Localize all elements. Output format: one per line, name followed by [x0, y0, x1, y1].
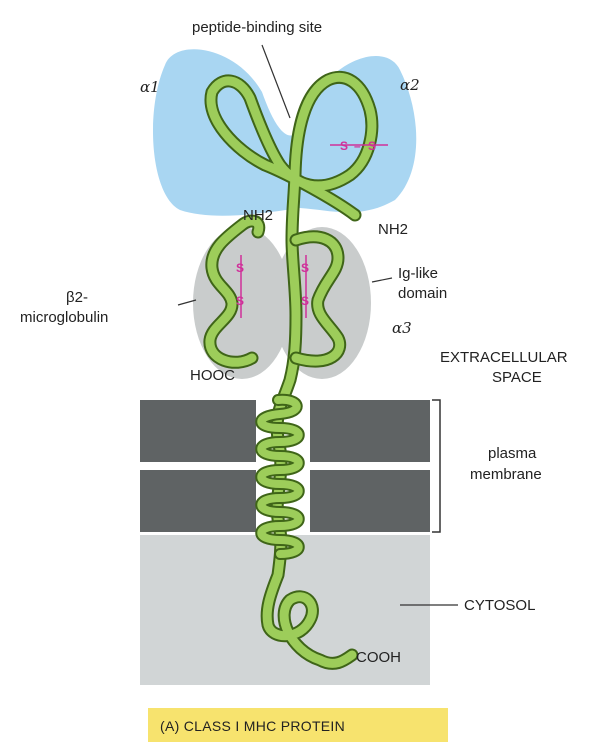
- bond-dash: –: [354, 139, 361, 153]
- alpha1-label: α1: [140, 78, 160, 96]
- beta2-label-line2: microglobulin: [20, 309, 108, 326]
- alpha3-label: α3: [392, 319, 412, 337]
- sulfur-label: S: [236, 294, 244, 308]
- nh2-label-alpha: NH2: [378, 221, 408, 238]
- cooh-label: COOH: [356, 649, 401, 666]
- peptide-binding-site-label: peptide-binding site: [192, 19, 322, 36]
- sulfur-label: S: [340, 139, 348, 153]
- membrane-outer-left: [140, 400, 256, 462]
- membrane-label-line2: membrane: [470, 466, 542, 483]
- membrane-label-line1: plasma: [488, 445, 537, 462]
- membrane-outer-right: [310, 400, 430, 462]
- beta2-label-line1: β2-: [66, 289, 88, 306]
- caption-text: (A) CLASS I MHC PROTEIN: [160, 718, 345, 734]
- hooc-label: HOOC: [190, 367, 235, 384]
- alpha2-label: α2: [400, 76, 420, 94]
- ig-domain-label-line2: domain: [398, 285, 447, 302]
- extracellular-label-line2: SPACE: [492, 369, 542, 386]
- membrane-bracket: [432, 400, 440, 532]
- ig-domain-leader: [372, 278, 392, 282]
- nh2-label-beta2: NH2: [243, 207, 273, 224]
- sulfur-label: S: [236, 261, 244, 275]
- membrane-inner-left: [140, 470, 256, 532]
- ig-domain-label-line1: Ig-like: [398, 265, 438, 282]
- sulfur-label: S: [301, 261, 309, 275]
- sulfur-label: S: [301, 294, 309, 308]
- cytosol-label: CYTOSOL: [464, 597, 535, 614]
- sulfur-label: S: [368, 139, 376, 153]
- membrane-inner-right: [310, 470, 430, 532]
- extracellular-label-line1: EXTRACELLULAR: [440, 349, 568, 366]
